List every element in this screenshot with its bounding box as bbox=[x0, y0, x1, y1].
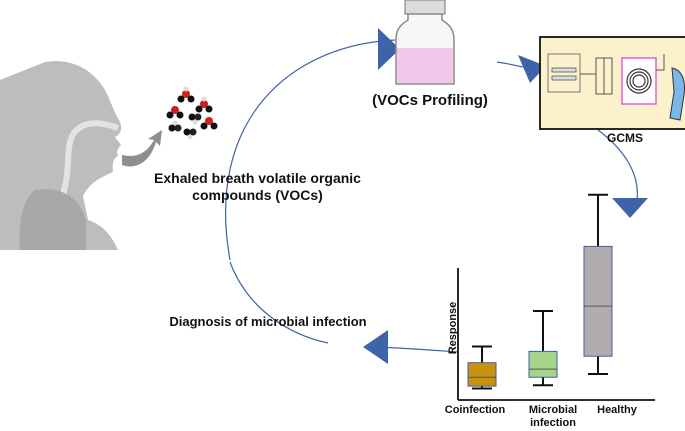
profiling-label: (VOCs Profiling) bbox=[372, 92, 488, 109]
breath-label: Exhaled breath volatile organic compound… bbox=[154, 170, 361, 203]
airway-icon bbox=[59, 120, 120, 251]
voc-molecules-icon bbox=[166, 86, 218, 140]
vial-liquid bbox=[397, 48, 453, 83]
cycle-arc-top bbox=[225, 39, 396, 261]
gcms-label: GCMS bbox=[607, 131, 643, 145]
x-tick-coinfection: Coinfection bbox=[444, 404, 506, 416]
human-head-illustration bbox=[0, 61, 162, 251]
x-tick-microbial-infection: Microbial infection bbox=[528, 404, 578, 429]
vial-icon bbox=[395, 0, 455, 85]
gcms-instrument-icon bbox=[539, 36, 685, 130]
diagnosis-label: Diagnosis of microbial infection bbox=[169, 314, 367, 329]
box-plot-series bbox=[467, 193, 613, 390]
x-tick-healthy: Healthy bbox=[597, 404, 637, 416]
arrow-to-vial bbox=[378, 28, 400, 70]
coinfection-box bbox=[467, 362, 497, 387]
arrow-to-gcms bbox=[518, 55, 546, 83]
arrow-to-diagnosis bbox=[363, 330, 388, 364]
exhale-arrow-icon bbox=[122, 130, 162, 167]
cycle-arc-right bbox=[597, 129, 638, 201]
cycle-arc-bottom bbox=[229, 261, 329, 344]
lungs-shape bbox=[19, 188, 87, 250]
y-axis-label: Response bbox=[447, 301, 459, 355]
healthy-box bbox=[583, 245, 613, 357]
arrow-to-chart bbox=[612, 198, 648, 218]
microbial-infection-box bbox=[528, 350, 558, 378]
vial-cap bbox=[404, 0, 446, 15]
